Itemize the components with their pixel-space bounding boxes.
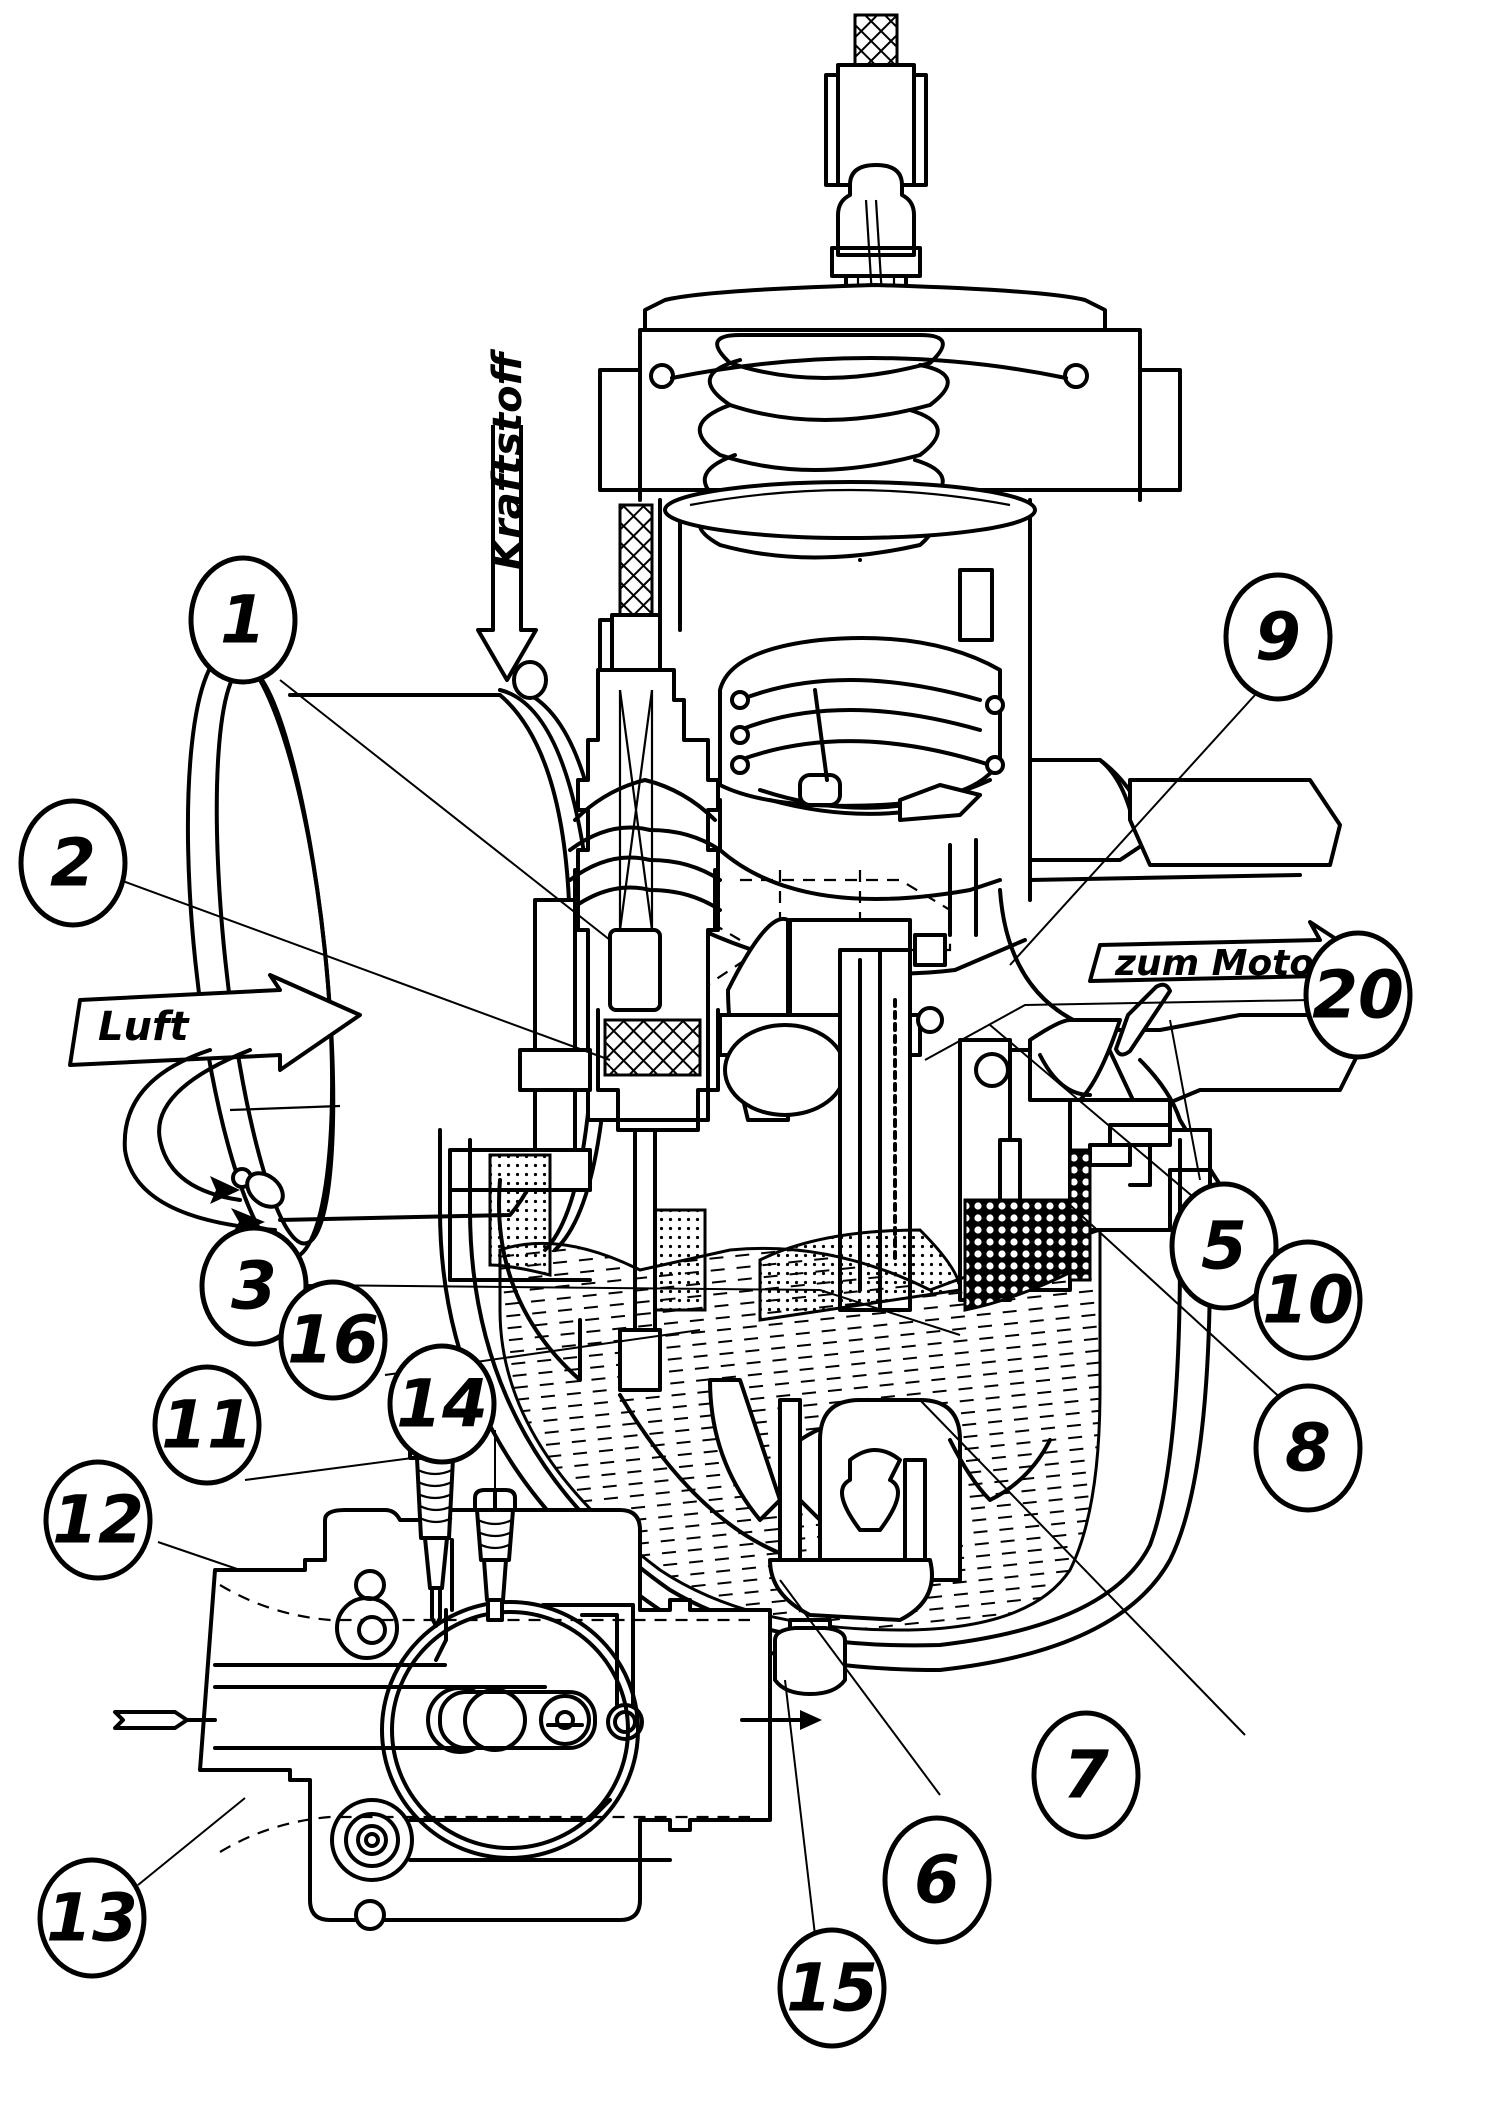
- svg-text:15: 15: [786, 1950, 878, 2027]
- carburetor-left-body: [448, 898, 592, 1282]
- callout-8: 8: [1253, 1383, 1363, 1513]
- air-arrow-head-icon: [210, 1176, 240, 1204]
- callout-14: 14: [387, 1343, 497, 1465]
- callout-20: 20: [1303, 930, 1413, 1060]
- cap-oring-left: [649, 363, 675, 389]
- outlet-arrow-icon: [800, 1710, 822, 1730]
- svg-text:5: 5: [1201, 1208, 1247, 1285]
- carburetor-top-cap: [598, 283, 1182, 502]
- callout-10: 10: [1253, 1239, 1363, 1361]
- svg-text:1: 1: [220, 582, 266, 659]
- svg-text:13: 13: [46, 1880, 138, 1957]
- to-engine-flow-arrow: zum Motor: [1088, 920, 1367, 996]
- callout-12: 12: [43, 1459, 153, 1581]
- leader-lines: [119, 679, 1316, 1936]
- fuel-flow-label: Kraftstoff: [485, 348, 531, 570]
- svg-text:16: 16: [287, 1302, 379, 1379]
- callout-3: 3: [199, 1225, 309, 1347]
- cap-housing: [598, 328, 1182, 492]
- callout-5: 5: [1169, 1181, 1279, 1311]
- fuel-flow-arrow: Kraftstoff: [476, 348, 538, 682]
- callout-1: 1: [188, 555, 298, 685]
- throttle-slide: [718, 636, 1005, 937]
- callout-2: 2: [18, 798, 128, 928]
- callout-11: 11: [152, 1364, 262, 1486]
- callout-7: 7: [1031, 1710, 1141, 1840]
- fuel-line-sheath: [618, 503, 654, 617]
- svg-text:20: 20: [1312, 957, 1404, 1034]
- callout-13: 13: [37, 1857, 147, 1979]
- callouts: 1 2 3 5 6 7 8 9: [18, 555, 1413, 2049]
- svg-text:6: 6: [914, 1842, 960, 1919]
- cap-oring-right: [1063, 363, 1089, 389]
- callout-15: 15: [777, 1927, 887, 2049]
- idle-system-detail-view: [113, 1508, 822, 1931]
- callout-6: 6: [882, 1815, 992, 1945]
- svg-text:11: 11: [161, 1387, 253, 1464]
- float-chamber-internals: [497, 1178, 1052, 1622]
- air-flow-label: Luft: [98, 1004, 190, 1050]
- callout-9: 9: [1223, 572, 1333, 702]
- svg-text:2: 2: [50, 825, 96, 902]
- needle-clip: [798, 773, 842, 807]
- svg-text:12: 12: [52, 1482, 144, 1559]
- svg-text:7: 7: [1063, 1737, 1109, 1814]
- svg-text:9: 9: [1255, 599, 1301, 676]
- to-engine-flow-label: zum Motor: [1114, 943, 1334, 984]
- float-bowl: [438, 1128, 1212, 1672]
- cable-sheath-top: [853, 13, 899, 67]
- svg-text:8: 8: [1285, 1410, 1331, 1487]
- svg-text:10: 10: [1262, 1262, 1354, 1339]
- callout-16: 16: [278, 1279, 388, 1401]
- svg-text:14: 14: [396, 1366, 488, 1443]
- idle-rod: [958, 568, 994, 642]
- float-needle-guide: [608, 928, 662, 1012]
- air-flow-arrow: Luft: [68, 973, 362, 1236]
- fuel-filter-mesh: [603, 1018, 702, 1077]
- float-needle: [708, 1378, 782, 1522]
- svg-text:3: 3: [231, 1248, 277, 1325]
- idle-mixture-screw: [473, 1488, 517, 1622]
- inlet-arrow-icon: [113, 1710, 189, 1730]
- fuel-inlet-assembly: [568, 503, 722, 1372]
